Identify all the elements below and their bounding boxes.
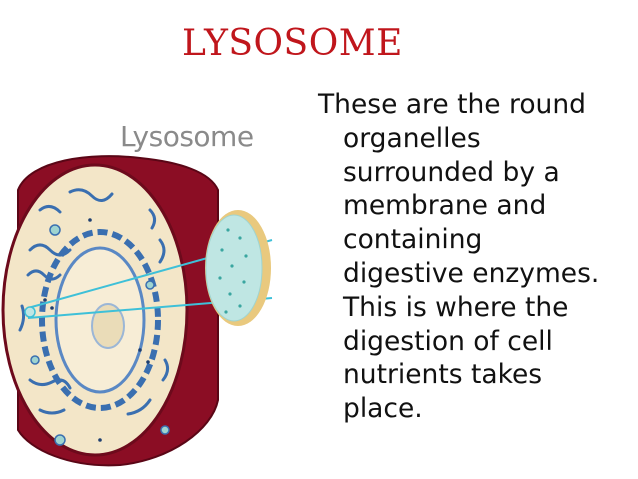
- description-line: This is where the: [318, 291, 632, 325]
- description-line: containing: [318, 223, 632, 257]
- cell-illustration: [0, 100, 320, 479]
- description-line: These are the round: [318, 88, 632, 122]
- cell-diagram: [0, 100, 320, 479]
- description-line: digestive enzymes.: [318, 257, 632, 291]
- description-text: These are the round organelles surrounde…: [318, 88, 632, 426]
- description-line: nutrients takes: [318, 358, 632, 392]
- description-line: digestion of cell: [318, 325, 632, 359]
- description-line: organelles: [318, 122, 632, 156]
- slide-title: LYSOSOME: [182, 22, 403, 66]
- target-lysosome: [25, 307, 35, 317]
- description-line: surrounded by a: [318, 156, 632, 190]
- description-line: membrane and: [318, 189, 632, 223]
- description-line: place.: [318, 392, 632, 426]
- lysosome-body: [206, 215, 262, 321]
